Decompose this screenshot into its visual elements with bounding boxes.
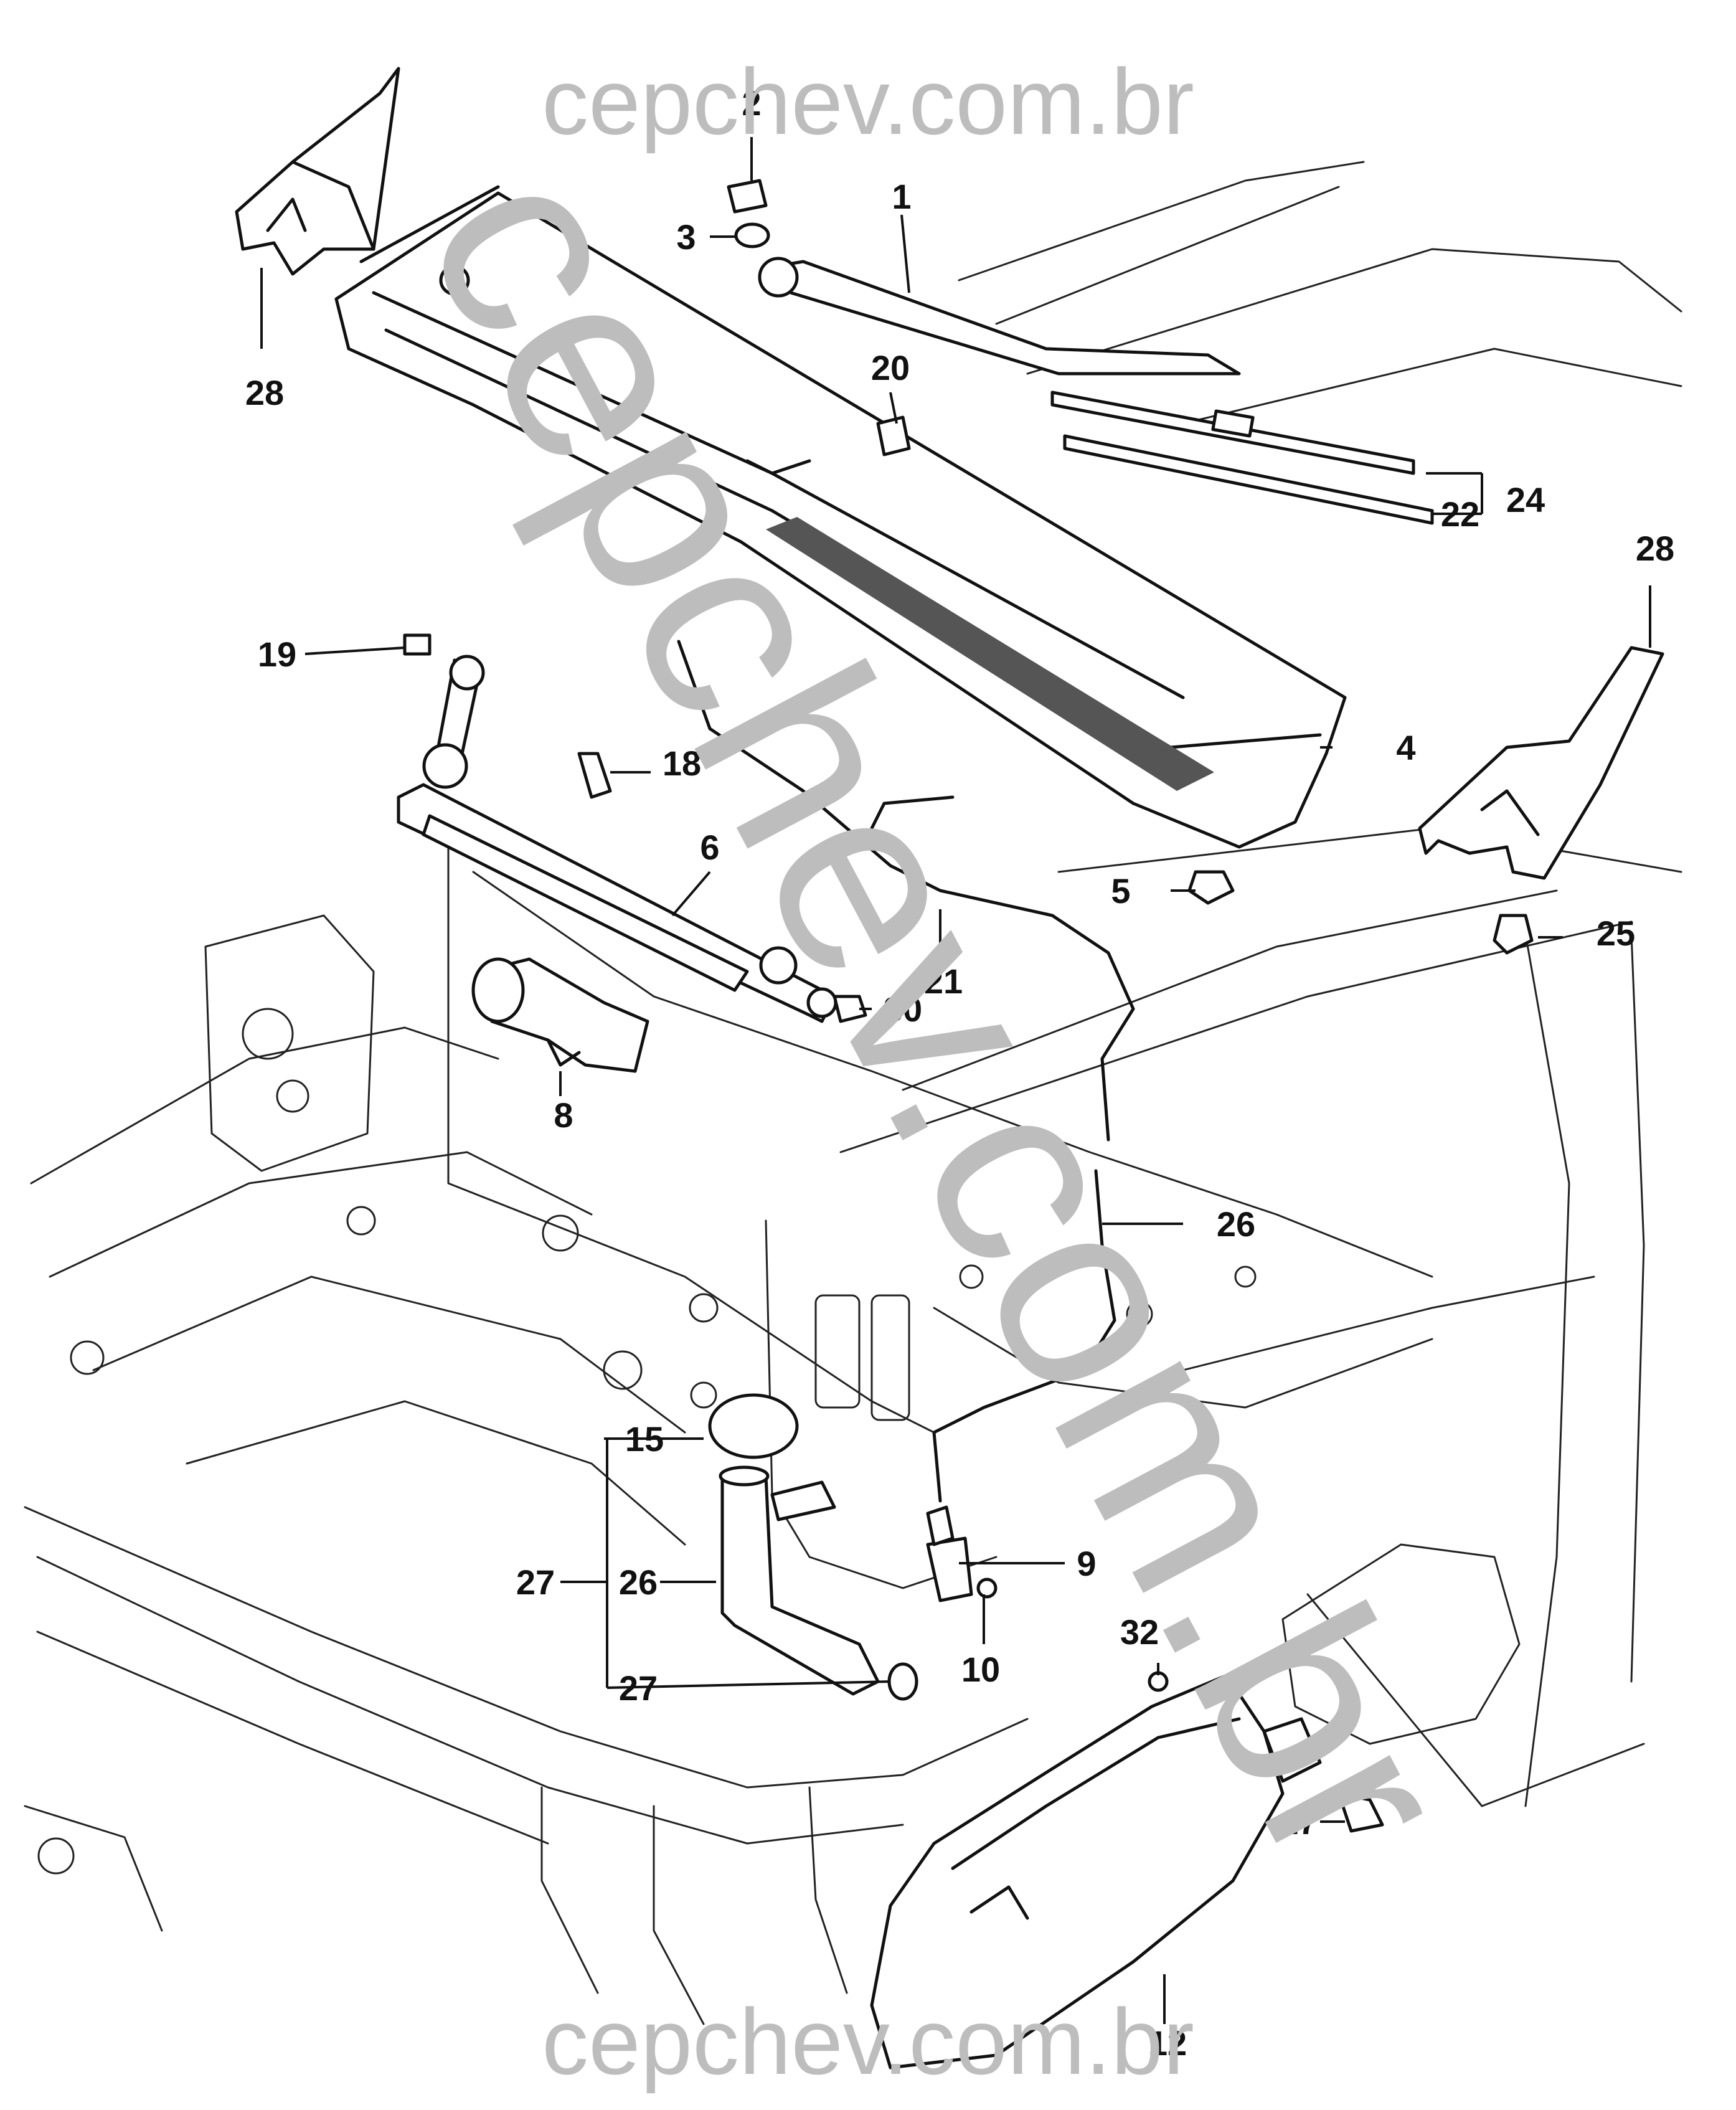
callout-26-label: 26 bbox=[619, 1563, 658, 1602]
bolt-16 bbox=[577, 752, 612, 799]
callout-5: 5 bbox=[1111, 871, 1130, 911]
clip-20 bbox=[1493, 914, 1534, 955]
callout-3: 3 bbox=[676, 217, 696, 257]
watermark-bottom: cepchev.com.br bbox=[542, 1989, 1194, 2094]
nut-30 bbox=[833, 995, 867, 1023]
fasteners bbox=[403, 179, 1534, 1833]
cowl-vent-panel bbox=[334, 185, 1347, 849]
cowl-side-bracket-right bbox=[1418, 646, 1664, 880]
bolt-15 bbox=[1337, 1792, 1384, 1833]
vehicle-body-structure bbox=[24, 161, 1682, 2025]
callout-18-label: 21 bbox=[924, 962, 963, 1001]
callout-21: 22 bbox=[1441, 494, 1479, 534]
callout-6: 6 bbox=[700, 828, 719, 867]
callout-10: 10 bbox=[961, 1650, 1000, 1689]
callout-2: 2 bbox=[742, 83, 761, 123]
wiper-blade bbox=[1050, 390, 1434, 525]
callout-32: 32 bbox=[1120, 1612, 1159, 1652]
screw-17 bbox=[403, 633, 432, 656]
callout-15: 17 bbox=[1279, 1802, 1318, 1842]
wiper-motor bbox=[471, 957, 649, 1073]
callout-28-right: 28 bbox=[1636, 529, 1674, 568]
callout-20: 25 bbox=[1597, 914, 1635, 953]
callout-22: 24 bbox=[1506, 480, 1545, 519]
callout-28-left: 28 bbox=[245, 373, 284, 412]
nut-cap bbox=[727, 179, 768, 214]
leader-lines bbox=[260, 137, 1651, 2024]
callout-27-label: 27 bbox=[619, 1668, 658, 1708]
washer-pump bbox=[926, 1505, 998, 1602]
wiper-linkage bbox=[397, 655, 837, 1023]
callout-19: 20 bbox=[871, 348, 910, 387]
washer-nozzle bbox=[876, 415, 911, 457]
washer-reservoir bbox=[870, 1673, 1322, 2070]
callout-30: 30 bbox=[884, 990, 922, 1029]
callout-4: 4 bbox=[1396, 728, 1415, 767]
callout-14: 15 bbox=[625, 1419, 664, 1459]
watermark-top: cepchev.com.br bbox=[542, 49, 1194, 154]
wiper-arm bbox=[758, 257, 1241, 376]
callout-25: 27 bbox=[516, 1563, 555, 1602]
callout-labels: 2 3 1 28 20 24 22 28 19 4 18 6 5 25 20 2… bbox=[245, 83, 1674, 2063]
callout-16: 18 bbox=[663, 744, 701, 783]
callout-17: 19 bbox=[258, 635, 296, 674]
callout-9: 9 bbox=[1077, 1544, 1096, 1583]
washer-hoses bbox=[677, 640, 1135, 1503]
cowl-side-bracket-left bbox=[235, 67, 400, 276]
callout-24: 26 bbox=[1217, 1204, 1255, 1244]
callout-8: 8 bbox=[554, 1095, 573, 1135]
washer-reservoir-filler bbox=[708, 1393, 918, 1701]
wiper-nut bbox=[734, 222, 770, 248]
callout-12: 12 bbox=[1148, 2023, 1187, 2063]
clip-5 bbox=[1187, 870, 1235, 905]
watermarks: cepchev.com.br cepchev.com.br cepchev.co… bbox=[369, 49, 1512, 2094]
callout-1: 1 bbox=[892, 177, 911, 216]
